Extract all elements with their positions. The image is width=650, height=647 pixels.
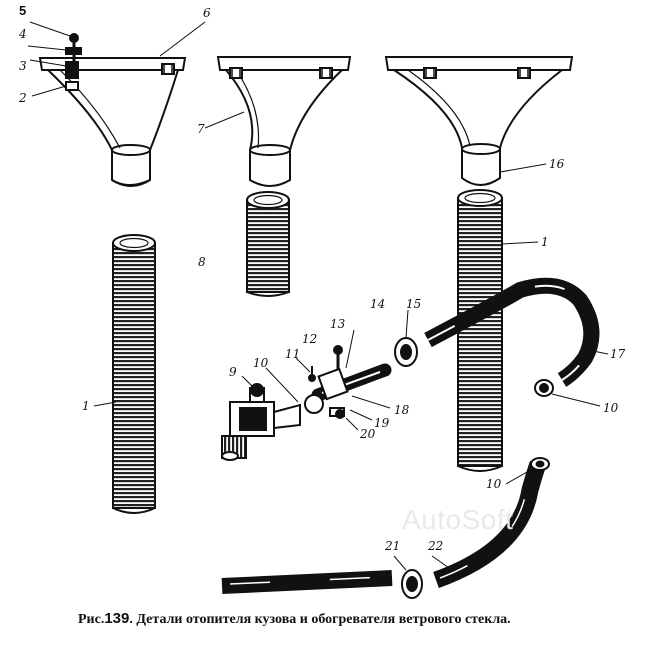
curved-hose (424, 277, 609, 387)
heater-tap-assembly (221, 329, 392, 461)
caption-figure-number: 139 (104, 610, 130, 627)
lower-hose-curved (431, 457, 550, 589)
ferrule-10-right (534, 379, 601, 407)
corrugated-hose-short (246, 191, 290, 297)
left-nozzle (27, 21, 206, 187)
watermark: AutoSoft (402, 504, 514, 535)
callout-13: 13 (330, 317, 346, 331)
callout-21: 21 (385, 539, 401, 553)
callout-22: 22 (428, 539, 444, 553)
callout-8: 8 (198, 255, 206, 269)
callout-10-tap: 10 (253, 356, 269, 370)
callout-9: 9 (229, 365, 237, 379)
middle-nozzle (204, 56, 352, 187)
corrugated-hose-right (457, 189, 539, 472)
callout-10-right: 10 (603, 401, 619, 415)
grommet-21 (393, 555, 423, 599)
grommet-15 (394, 309, 418, 367)
callout-19: 19 (374, 416, 390, 430)
callout-1-left: 1 (82, 399, 90, 413)
callout-15: 15 (406, 297, 422, 311)
callout-10-lower: 10 (486, 477, 502, 491)
callout-5: 5 (19, 3, 27, 18)
callout-6: 6 (203, 6, 211, 20)
callout-11: 11 (285, 347, 301, 361)
callout-12: 12 (302, 332, 318, 346)
right-nozzle (384, 56, 574, 186)
callout-17: 17 (610, 347, 626, 361)
corrugated-hose-left (93, 234, 156, 514)
caption-prefix: Рис. (78, 612, 105, 627)
callout-4: 4 (19, 27, 27, 41)
callout-16: 16 (549, 157, 565, 171)
lower-hose-straight (221, 570, 393, 594)
callout-14: 14 (370, 297, 386, 311)
callout-3: 3 (19, 59, 27, 73)
figure-caption: Рис.139. Детали отопителя кузова и обогр… (78, 610, 511, 628)
callout-7: 7 (197, 122, 205, 136)
callout-2: 2 (19, 91, 27, 105)
callout-20: 20 (360, 427, 376, 441)
caption-text: . Детали отопителя кузова и обогревателя… (129, 612, 511, 627)
callout-1-right: 1 (541, 235, 549, 249)
callout-18: 18 (394, 403, 410, 417)
